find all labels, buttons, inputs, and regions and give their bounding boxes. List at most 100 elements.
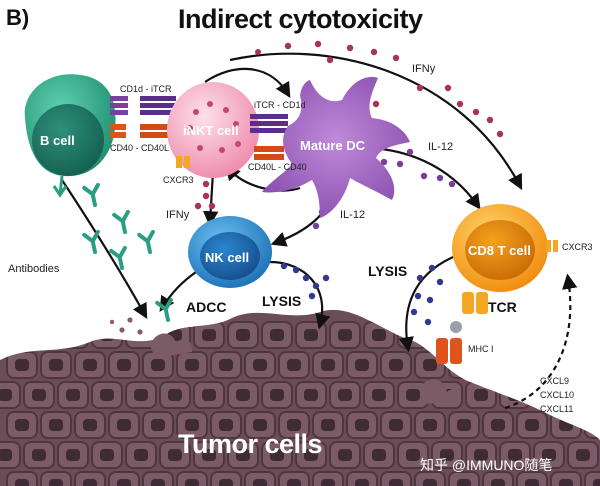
ifny-dot: [284, 42, 292, 50]
tumor-cell-nucleus: [372, 389, 386, 401]
tumor-cell-nucleus: [287, 419, 301, 431]
tumor-cell: [584, 411, 600, 439]
antibody-icon: [82, 229, 100, 254]
tumor-cell-nucleus: [15, 419, 29, 431]
tumor-cell: [550, 351, 582, 379]
inkt-cell-label: iNKT cell: [183, 123, 239, 138]
antibody-shape: [109, 245, 127, 270]
label-itcr-cd1d: iTCR - CD1d: [254, 100, 306, 110]
il12-dot: [448, 180, 456, 188]
tumor-cell-nucleus: [593, 359, 600, 371]
receptor-cd40-cd40l-left: [110, 124, 176, 138]
label-ifny-top: IFNy: [412, 63, 436, 75]
b-cell: B cell: [24, 74, 116, 198]
tumor-cell-nucleus: [168, 389, 182, 401]
tumor-cell-nucleus: [66, 389, 80, 401]
tumor-cell-nucleus: [100, 389, 114, 401]
inkt-granule: [235, 141, 241, 147]
arrow-chemokine-to-cd8: [504, 273, 578, 410]
tumor-cell-nucleus: [185, 479, 199, 486]
tumor-cell-nucleus: [355, 479, 369, 486]
tumor-cell-nucleus: [134, 389, 148, 401]
tumor-cell-nucleus: [508, 449, 522, 461]
diagram-title: Indirect cytotoxicity: [178, 4, 423, 34]
tumor-cell-nucleus: [0, 389, 12, 401]
il12-dot: [436, 174, 444, 182]
ifny-dot: [472, 108, 480, 116]
tumor-cell-nucleus: [270, 389, 284, 401]
tumor-cell-nucleus: [338, 329, 352, 341]
tumor-cell-nucleus: [32, 329, 46, 341]
lysis-dot: [312, 282, 320, 290]
tumor-cell-nucleus: [253, 359, 267, 371]
ifny-dot: [208, 202, 216, 210]
il12-dot: [396, 160, 404, 168]
label-cd1d-itcr: CD1d - iTCR: [120, 84, 172, 94]
mature-dc-label: Mature DC: [300, 138, 366, 153]
tumor-cell-nucleus: [559, 359, 573, 371]
label-il12-mid: IL-12: [340, 209, 365, 221]
tumor-cell-nucleus: [355, 419, 369, 431]
antibody-icon: [155, 297, 173, 322]
lysis-dot: [428, 264, 436, 272]
label-tcr: TCR: [488, 299, 517, 315]
tumor-cell-nucleus: [202, 329, 216, 341]
lysis-dot: [308, 292, 316, 300]
inkt-granules: [187, 101, 241, 153]
tumor-cell-nucleus: [236, 449, 250, 461]
antibody-shape: [82, 229, 100, 254]
label-cxcl11: CXCL11: [540, 404, 573, 414]
label-cxcr3-cd8: CXCR3: [562, 242, 593, 252]
ifny-dot: [255, 49, 261, 55]
tumor-cell-nucleus: [338, 449, 352, 461]
tumor-cell: [567, 321, 599, 349]
label-cd40-cd40l: CD40 - CD40L: [110, 143, 169, 153]
tumor-cell-nucleus: [321, 479, 335, 486]
tumor-cell-nucleus: [423, 479, 437, 486]
antibody-icon: [137, 229, 155, 254]
tumor-cell-nucleus: [151, 479, 165, 486]
ifny-dot: [392, 54, 400, 62]
arrow-top-to-cd8: [229, 52, 523, 191]
inkt-granule: [193, 109, 199, 115]
inkt-granule: [219, 147, 225, 153]
tumor-cell-nucleus: [457, 479, 471, 486]
inkt-cell: iNKT cell: [167, 82, 259, 178]
label-ifny-left: IFNy: [166, 209, 190, 221]
tcr-receptor: [462, 292, 488, 314]
antibody-shape: [155, 297, 173, 322]
lysis-dot: [302, 274, 310, 282]
tumor-cells: [0, 321, 600, 486]
ifny-dot: [444, 84, 452, 92]
mhc1-molecule: [436, 321, 462, 364]
label-lysis-cd8: LYSIS: [368, 263, 407, 279]
inkt-granule: [207, 101, 213, 107]
tumor-cell-nucleus: [83, 419, 97, 431]
ifny-dot: [372, 100, 380, 108]
tumor-cell-nucleus: [151, 419, 165, 431]
tumor-cell-nucleus: [219, 359, 233, 371]
tumor-cell-nucleus: [151, 359, 165, 371]
antibody-shape: [137, 229, 155, 254]
tumor-cell-nucleus: [321, 419, 335, 431]
label-lysis-nk: LYSIS: [262, 293, 301, 309]
label-cxcr3-inkt: CXCR3: [163, 175, 194, 185]
tumor-cell: [91, 321, 123, 349]
ifny-dot: [496, 130, 504, 138]
il12-dot: [420, 172, 428, 180]
tumor-cell-nucleus: [321, 359, 335, 371]
tumor-cell-nucleus: [100, 329, 114, 341]
tumor-cell-nucleus: [406, 389, 420, 401]
label-mhc1: MHC I: [468, 344, 494, 354]
tumor-cell-nucleus: [576, 389, 590, 401]
tumor-cell-nucleus: [389, 479, 403, 486]
tumor-cell-nucleus: [440, 449, 454, 461]
lysis-dot: [426, 296, 434, 304]
tumor-fragment-dot: [109, 319, 115, 325]
lysis-dot: [416, 274, 424, 282]
tumor-cell-nucleus: [219, 419, 233, 431]
il12-dot: [380, 158, 388, 166]
watermark: 知乎 @IMMUNO随笔: [420, 457, 552, 473]
label-tumor-cells: Tumor cells: [178, 429, 322, 459]
